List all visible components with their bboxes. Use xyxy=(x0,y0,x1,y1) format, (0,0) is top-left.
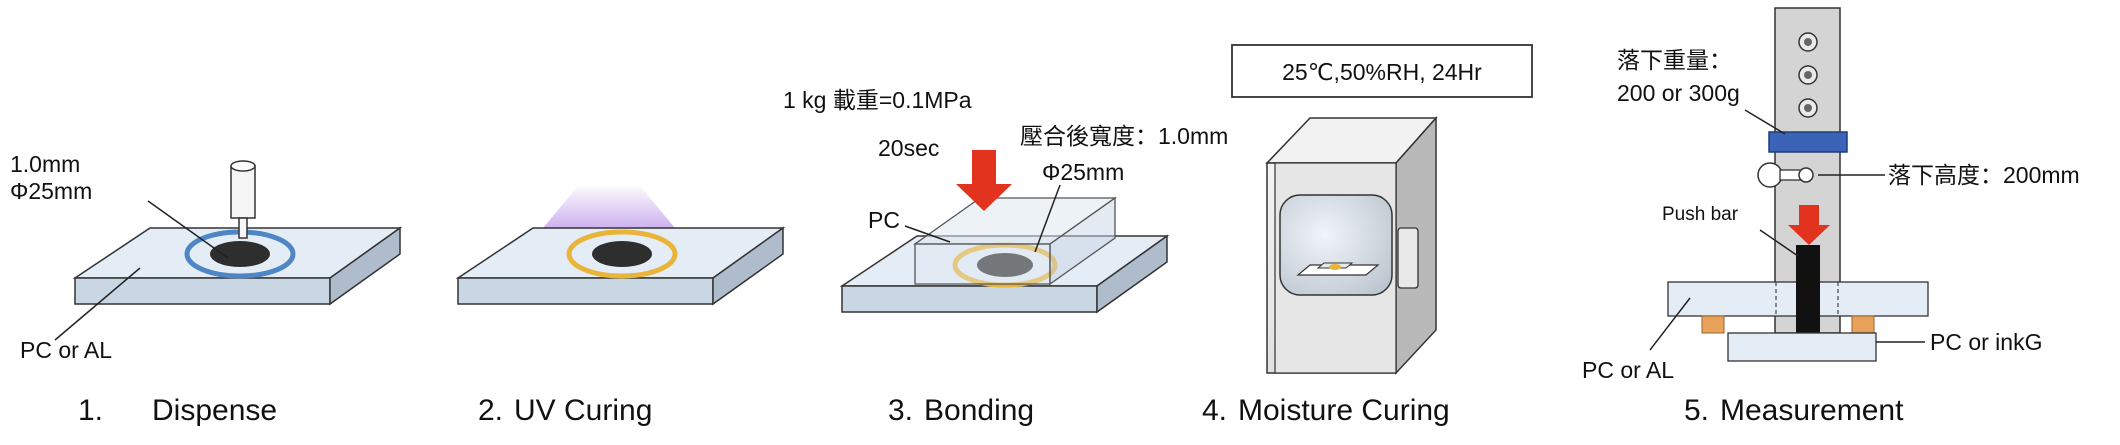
step-5-number: 5. xyxy=(1684,394,1709,427)
step-1-label: Dispense xyxy=(152,394,277,427)
chamber-window xyxy=(1279,194,1393,296)
push-bar-leader xyxy=(1759,229,1799,257)
dispense-nozzle xyxy=(230,160,256,239)
step-3-number: 3. xyxy=(888,394,913,427)
step-moisture-curing: 25℃,50%RH, 24Hr xyxy=(1231,44,1533,375)
humidity-chamber xyxy=(1265,116,1438,375)
base-label: PC or AL xyxy=(1582,357,1674,383)
drop-weight-title: 落下重量： xyxy=(1617,47,1732,73)
load-label: 1 kg 載重=0.1MPa xyxy=(783,87,972,113)
pc-label: PC xyxy=(868,207,900,233)
step-bonding: 1 kg 載重=0.1MPa 20sec 壓合後寬度：1.0mm Φ25mm P… xyxy=(783,87,1228,314)
step-2-number: 2. xyxy=(478,394,503,427)
pc-leader xyxy=(904,225,951,243)
diameter-leader xyxy=(1034,184,1061,253)
test-part xyxy=(1727,332,1877,362)
cured-ring xyxy=(566,229,678,279)
adhesive-dot xyxy=(210,241,270,267)
drop-weight-value: 200 or 300g xyxy=(1617,80,1740,106)
thickness-label: 1.0mm xyxy=(10,151,80,177)
push-down-arrow xyxy=(1788,205,1830,245)
adhesive-dot xyxy=(977,253,1033,277)
substrate-label: PC or AL xyxy=(20,337,112,363)
height-gauge xyxy=(1757,162,1814,188)
adhesive-pad xyxy=(1701,315,1725,334)
step-2-label: UV Curing xyxy=(514,394,652,427)
uv-light xyxy=(538,186,680,234)
step-5-label: Measurement xyxy=(1720,394,1904,427)
adhesive-pad xyxy=(1851,315,1875,334)
pc-top-block xyxy=(912,196,1118,286)
base-leader xyxy=(1649,297,1691,351)
drop-weight xyxy=(1768,131,1848,153)
push-bar xyxy=(1796,245,1820,335)
chamber-sample xyxy=(1296,262,1380,276)
adhesive-dot xyxy=(592,241,652,267)
step-1-number: 1. xyxy=(78,394,103,427)
push-bar-label: Push bar xyxy=(1662,204,1739,225)
width-after-label: 壓合後寬度：1.0mm xyxy=(1020,123,1228,149)
drop-height-label: 落下高度：200mm xyxy=(1888,162,2080,188)
top-part-label: PC or inkG xyxy=(1930,329,2042,355)
step-4-label: Moisture Curing xyxy=(1238,394,1450,427)
pressure-arrow xyxy=(956,150,1012,211)
step-3-label: Bonding xyxy=(924,394,1034,427)
step-dispense: 1.0mm Φ25mm PC or AL xyxy=(10,151,403,363)
step-uv-curing xyxy=(455,186,786,306)
step-captions: 1. Dispense 2. UV Curing 3. Bonding 4. M… xyxy=(78,394,1904,427)
condition-box xyxy=(1231,44,1533,98)
diameter-label: Φ25mm xyxy=(10,178,92,204)
step-measurement: 落下重量： 200 or 300g 落下高度：200mm Push bar PC… xyxy=(1582,7,2080,383)
step-4-number: 4. xyxy=(1202,394,1227,427)
substrate-leader xyxy=(54,267,141,341)
time-label: 20sec xyxy=(878,135,939,161)
condition-label: 25℃,50%RH, 24Hr xyxy=(1282,59,1482,85)
bond-diameter-label: Φ25mm xyxy=(1042,159,1124,185)
dispense-leader xyxy=(147,200,229,259)
weight-leader xyxy=(1744,109,1786,135)
chamber-handle xyxy=(1397,227,1419,289)
